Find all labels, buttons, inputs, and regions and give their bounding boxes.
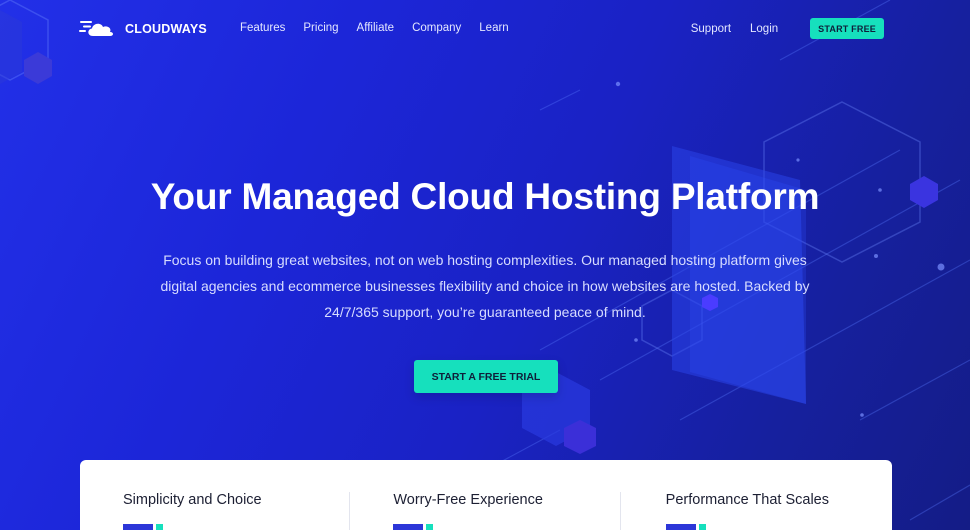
nav-actions: Support Login START FREE xyxy=(691,18,884,39)
cloud-speed-icon xyxy=(79,21,113,36)
feature-title: Performance That Scales xyxy=(665,492,829,508)
feature-title: Simplicity and Choice xyxy=(123,492,262,508)
nav-link-learn[interactable]: Learn xyxy=(479,22,509,34)
accent-green-bar xyxy=(698,524,706,530)
feature-accent-bar xyxy=(393,524,619,530)
main-nav-links: Features Pricing Affiliate Company Learn xyxy=(240,22,527,34)
login-link[interactable]: Login xyxy=(750,22,779,35)
hero-description: Focus on building great websites, not on… xyxy=(160,252,810,320)
feature-simplicity: Simplicity and Choice xyxy=(80,460,349,530)
accent-blue-bar xyxy=(665,524,696,530)
brand-logo[interactable]: CLOUDWAYS xyxy=(79,18,207,40)
support-link[interactable]: Support xyxy=(690,22,732,35)
start-free-button[interactable]: START FREE xyxy=(810,18,884,39)
features-card: Simplicity and Choice Worry-Free Experie… xyxy=(80,460,892,530)
nav-link-features[interactable]: Features xyxy=(240,22,286,34)
top-nav: CLOUDWAYS Features Pricing Affiliate Com… xyxy=(0,0,970,58)
accent-green-bar xyxy=(426,524,434,530)
accent-green-bar xyxy=(156,524,163,530)
feature-performance: Performance That Scales xyxy=(619,460,892,530)
feature-accent-bar xyxy=(123,524,349,530)
brand-name: CLOUDWAYS xyxy=(125,22,207,36)
accent-blue-bar xyxy=(393,524,424,530)
start-free-trial-button[interactable]: START A FREE TRIAL xyxy=(414,360,558,393)
feature-title: Worry-Free Experience xyxy=(393,492,543,508)
feature-worry-free: Worry-Free Experience xyxy=(349,460,619,530)
hero-title: Your Managed Cloud Hosting Platform xyxy=(150,176,820,217)
accent-blue-bar xyxy=(123,524,153,530)
feature-accent-bar xyxy=(665,524,892,530)
nav-link-pricing[interactable]: Pricing xyxy=(303,22,339,34)
nav-link-affiliate[interactable]: Affiliate xyxy=(356,22,395,34)
nav-link-company[interactable]: Company xyxy=(412,22,462,34)
